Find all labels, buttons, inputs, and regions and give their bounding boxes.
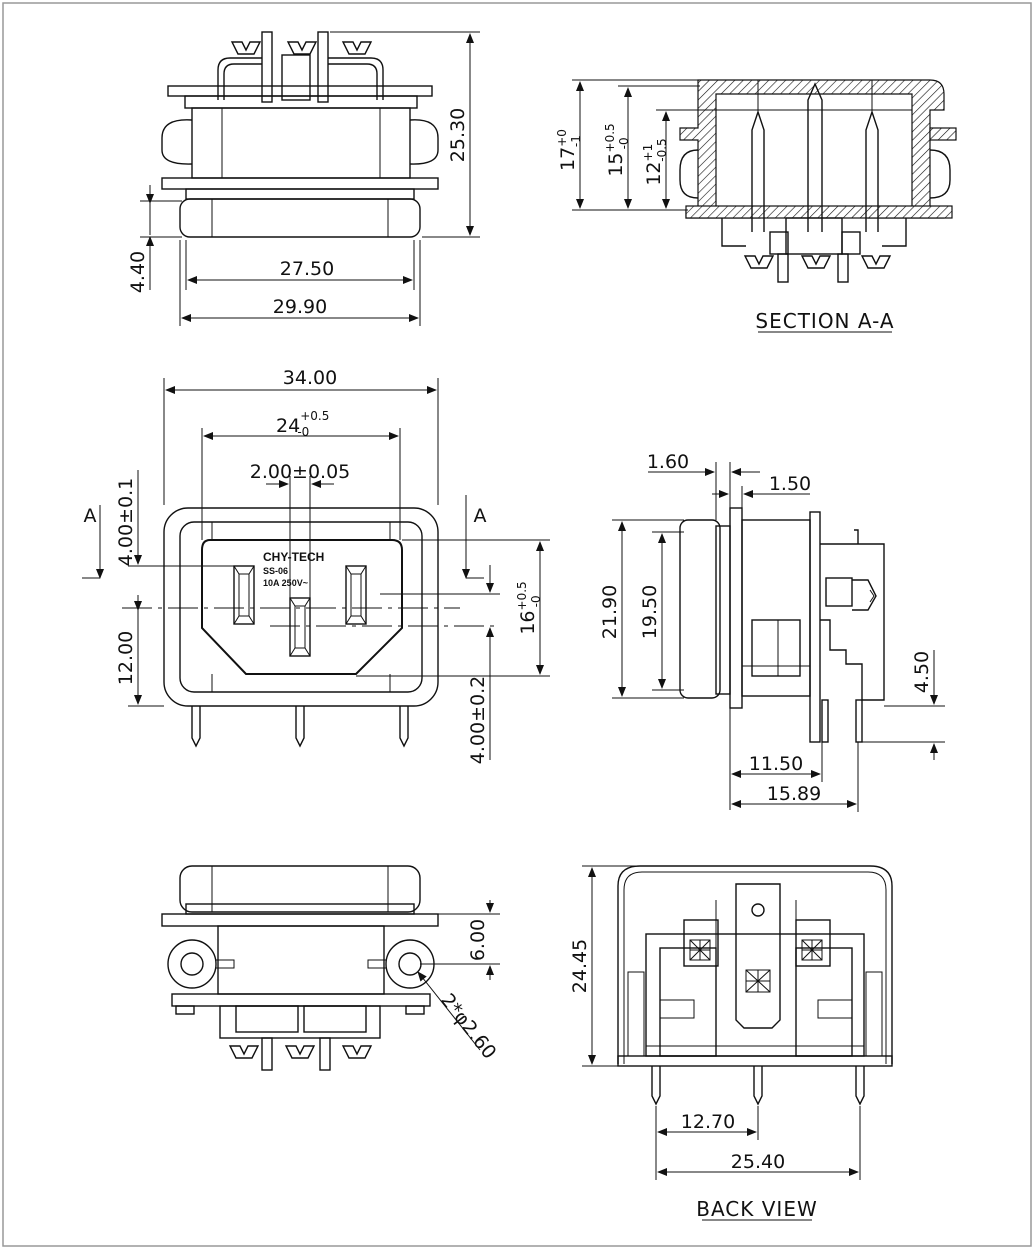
front-model: SS-06 [263,566,288,576]
socket-right [345,565,367,625]
dim-side-pin: 4.50 [911,651,933,693]
dim-top-flange: 4.40 [127,251,149,293]
top-view: 25.30 4.40 27.50 29.90 [127,31,480,326]
bottom-view: 6.00 2*φ2.60 [161,865,500,1071]
dim-front-opening-height: 16+0.5-0 [515,581,543,634]
dim-side-inner-height: 19.50 [639,585,661,639]
section-mark-left: A [84,505,97,527]
dim-side-d2: 15.89 [767,783,821,805]
dim-bottom-holes: 2*φ2.60 [436,990,500,1064]
section-mark-right: A [474,505,487,527]
dim-front-opening: 24+0.5-0 [276,409,329,439]
front-view: CHY-TECH SS-06 10A 250V~ A A [82,367,550,764]
dim-section-17: 17+0-1 [555,129,583,171]
dim-front-width: 34.00 [283,367,337,389]
dim-side-t2: 1.50 [769,473,811,495]
dim-front-right-offset: 4.00±0.2 [467,676,489,764]
back-view-title: BACK VIEW [696,1197,817,1221]
dim-section-15: 15+0.5-0 [603,123,631,176]
dim-section-12: 12+1-0.5 [641,138,669,185]
dim-side-d1: 11.50 [749,753,803,775]
socket-left [233,565,255,625]
dim-top-outer-width: 29.90 [273,296,327,318]
dim-front-pin-pitch: 2.00±0.05 [250,461,351,483]
socket-earth [289,597,311,657]
front-rating: 10A 250V~ [263,578,308,588]
front-brand: CHY-TECH [263,550,324,564]
dim-back-pitch: 12.70 [681,1111,735,1133]
back-view: 24.45 12.70 25.40 BACK VIEW [569,865,893,1221]
dim-side-outer-height: 21.90 [599,585,621,639]
dim-side-t1: 1.60 [647,451,689,473]
mount-hole-left [167,939,217,989]
section-title: SECTION A-A [755,309,894,333]
dim-front-bottom-offset: 12.00 [115,631,137,685]
side-view: 1.60 1.50 21.90 19.50 4.50 11.50 15.89 [599,451,945,812]
dim-top-inner-width: 27.50 [280,258,334,280]
dim-bottom-hole-offset: 6.00 [467,919,489,961]
dim-back-span: 25.40 [731,1151,785,1173]
dim-front-top-offset: 4.00±0.1 [115,478,137,566]
dim-top-height: 25.30 [447,108,469,162]
section-view: 17+0-1 15+0.5-0 12+1-0.5 SECTION A-A [555,79,957,333]
dim-back-height: 24.45 [569,939,591,993]
